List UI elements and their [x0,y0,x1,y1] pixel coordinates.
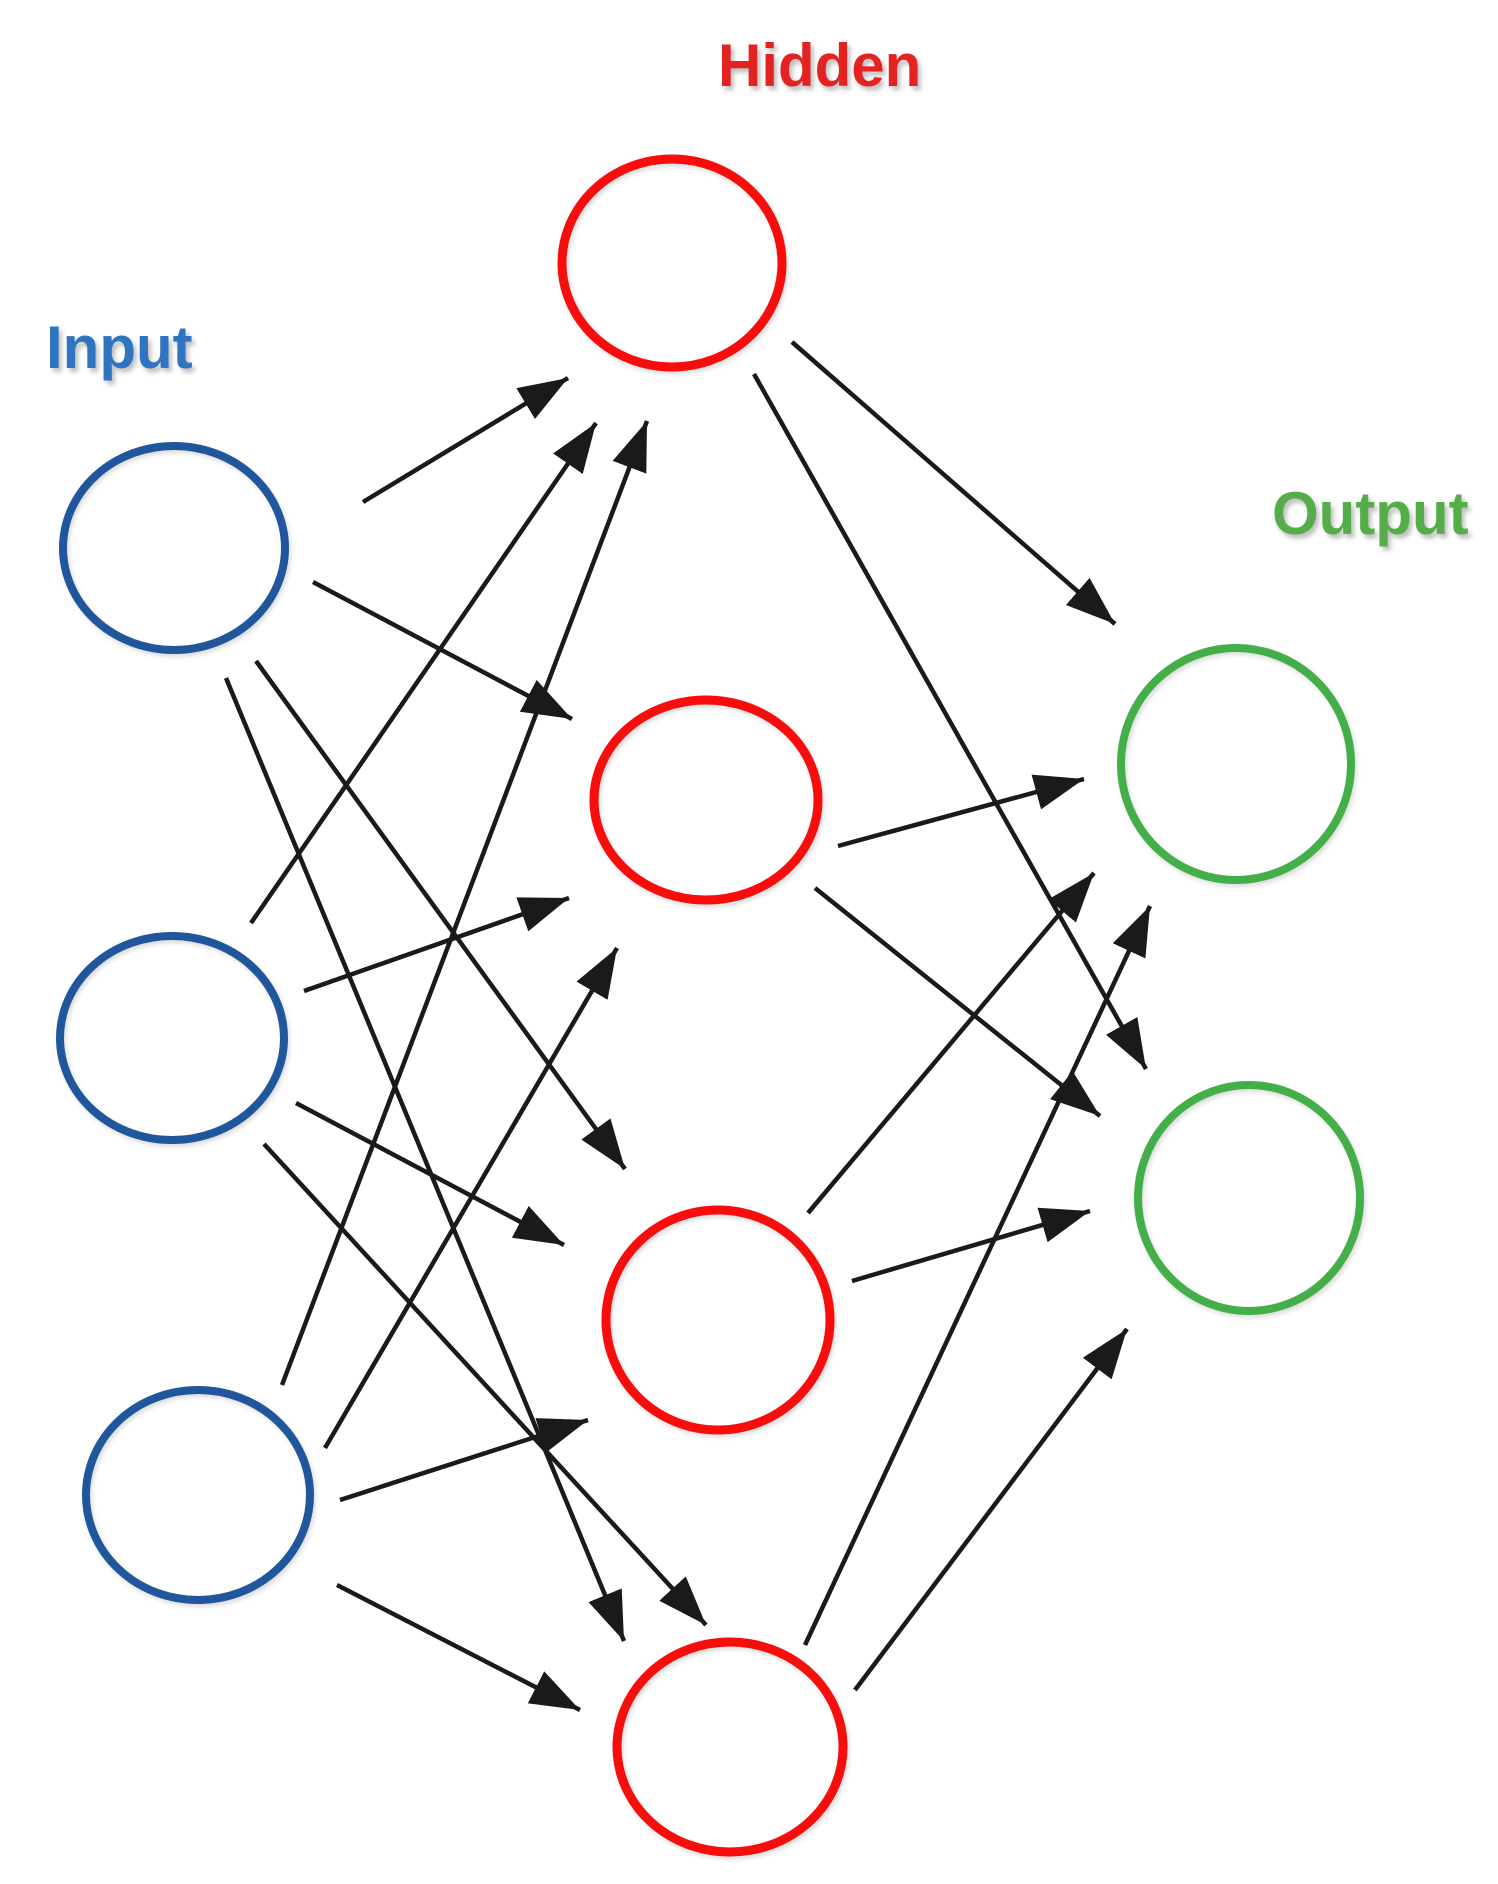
edge-i1-h2 [311,580,574,721]
edge-h3-o2 [851,1207,1091,1284]
edge-i1-h3 [254,659,627,1171]
edge-h4-o2 [853,1327,1129,1692]
edge-i2-h2 [303,895,570,994]
edge-i3-h3 [339,1417,589,1503]
edge-i2-h4 [262,1142,708,1627]
edge-i1-h4 [223,677,627,1642]
edge-h2-o2 [813,886,1102,1118]
edge-i2-h1 [249,421,598,925]
edge-i1-h1 [361,376,570,504]
edge-h1-o2 [752,372,1148,1071]
hidden-node-3 [601,1205,835,1435]
output-layer-label: Output [1272,480,1469,547]
input-node-1 [59,442,289,654]
hidden-layer-label: Hidden [718,32,922,99]
input-node-2 [56,932,288,1144]
edge-i2-h3 [294,1101,566,1247]
input-node-3 [82,1386,314,1604]
output-node-1 [1117,644,1355,884]
hidden-node-4 [612,1637,848,1857]
input-layer-label: Input [46,314,193,381]
edge-h3-o1 [806,871,1096,1215]
edge-i3-h2 [323,946,619,1450]
hidden-node-2 [589,695,823,905]
output-node-2 [1134,1081,1364,1315]
edge-h1-o1 [790,340,1117,626]
edge-h2-o1 [837,774,1085,849]
edge-h4-o1 [802,905,1153,1646]
edge-i3-h1 [279,420,650,1386]
edge-i3-h4 [335,1582,582,1713]
hidden-node-1 [557,154,787,372]
